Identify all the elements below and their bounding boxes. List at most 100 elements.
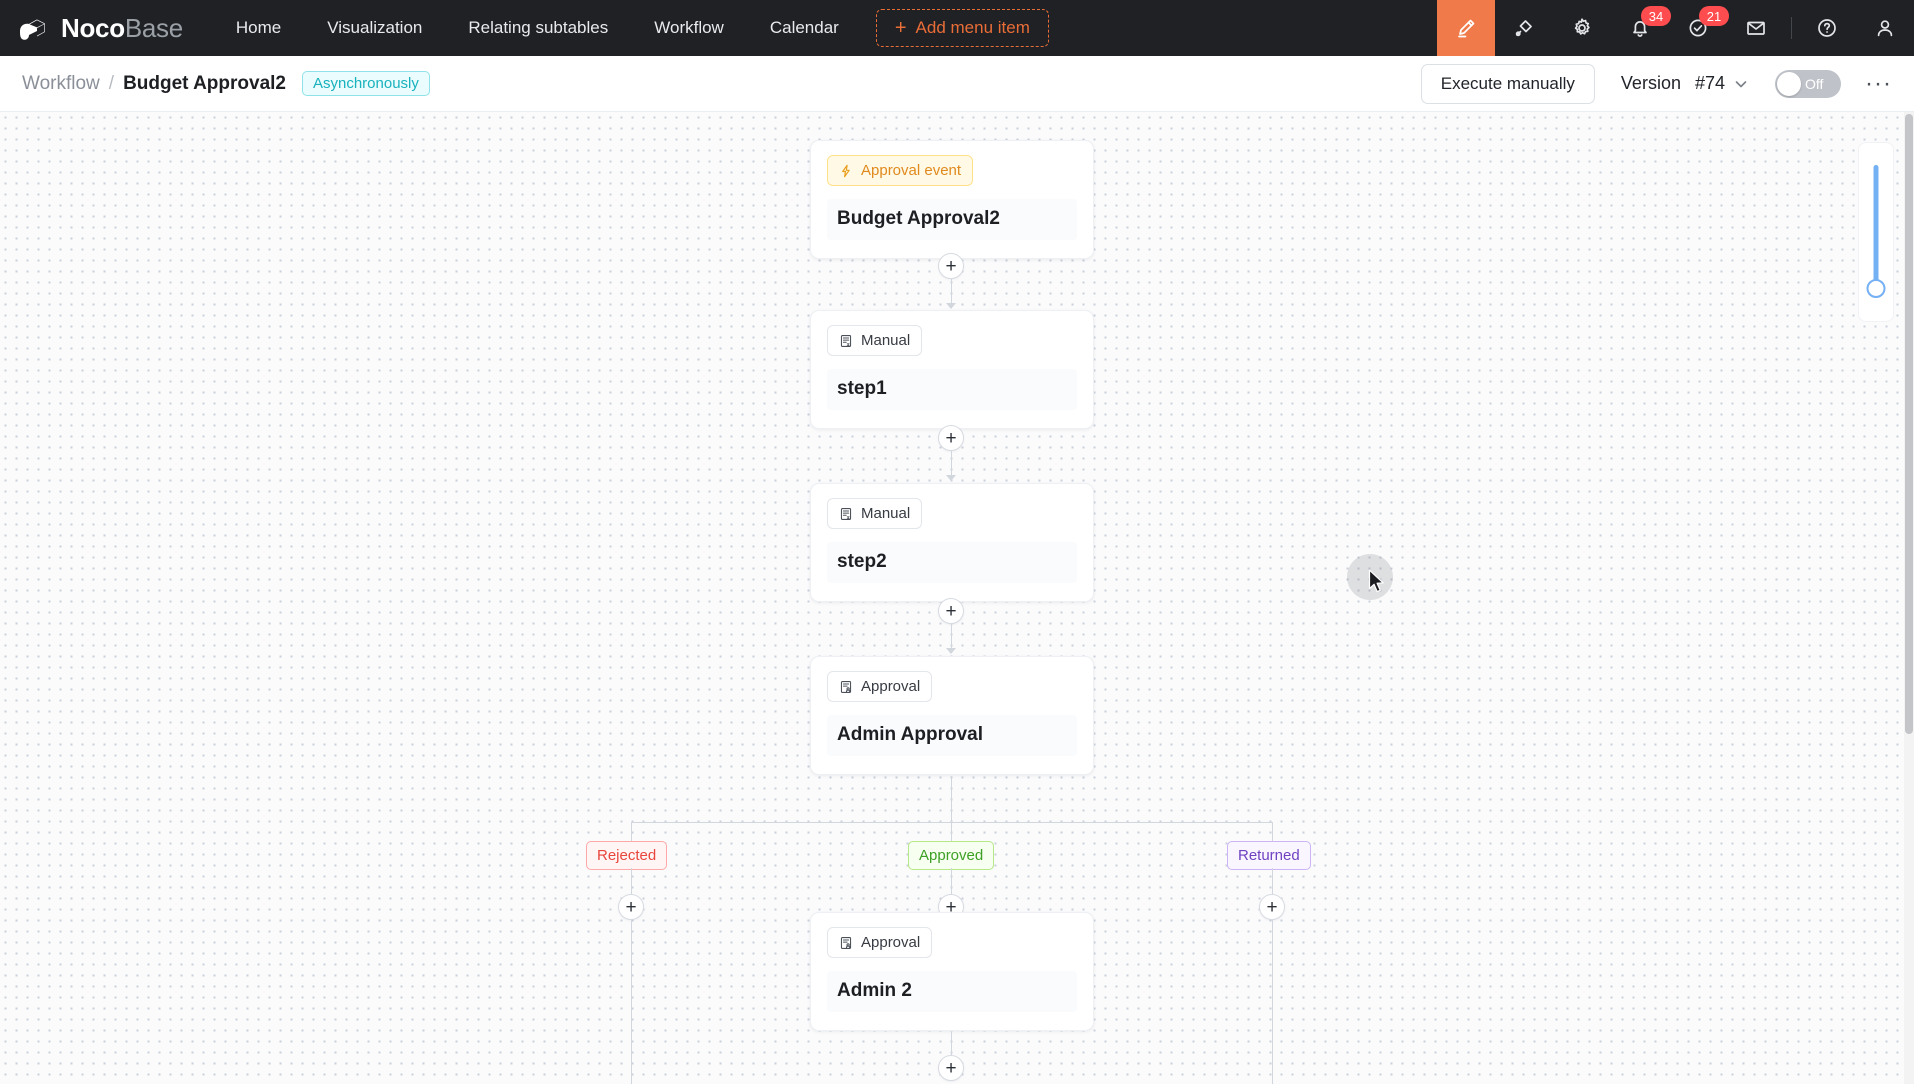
connector-line (951, 624, 952, 653)
add-node-button-2[interactable]: + (938, 425, 964, 451)
workflow-node-admin-2[interactable]: Approval Admin 2 (810, 912, 1094, 1031)
add-menu-item-label: Add menu item (915, 18, 1030, 37)
node-type-label: Manual (861, 332, 911, 349)
tasks-button[interactable]: 21 (1669, 0, 1729, 56)
page-scrollbar-thumb[interactable] (1905, 114, 1913, 734)
app-logo[interactable]: NocoBase (0, 0, 213, 56)
page-scrollbar[interactable] (1904, 112, 1914, 1084)
execution-mode-tag: Asynchronously (301, 71, 430, 96)
execute-manually-button[interactable]: Execute manually (1420, 63, 1595, 104)
manual-form-icon (840, 334, 852, 347)
node-title: Budget Approval2 (827, 199, 1077, 240)
mail-button[interactable] (1727, 0, 1785, 56)
more-options-button[interactable]: ··· (1865, 69, 1892, 97)
top-navigation-bar: NocoBase Home Visualization Relating sub… (0, 0, 1914, 56)
gear-icon (1574, 18, 1590, 35)
node-type-label: Approval (861, 934, 921, 951)
bell-icon (1633, 21, 1647, 38)
help-icon (1818, 19, 1836, 37)
connector-line (1272, 920, 1273, 1084)
connector-arrow (946, 303, 956, 309)
tasks-badge: 21 (1699, 6, 1729, 26)
breadcrumb-workflow[interactable]: Workflow (22, 72, 100, 94)
nav-divider (1791, 17, 1792, 39)
connector-line (631, 868, 632, 915)
branch-tag-approved[interactable]: Approved (908, 841, 995, 870)
breadcrumb-current: Budget Approval2 (123, 72, 286, 94)
node-title: step1 (827, 369, 1077, 410)
add-node-button-3[interactable]: + (938, 598, 964, 624)
toggle-state-label: Off (1805, 75, 1824, 92)
notifications-badge: 34 (1641, 6, 1671, 26)
help-button[interactable] (1798, 0, 1856, 56)
manual-form-icon (840, 507, 852, 520)
workflow-node-step1[interactable]: Manual step1 (810, 310, 1094, 429)
lightning-icon (842, 164, 850, 177)
mouse-cursor (1368, 569, 1384, 593)
breadcrumb-separator: / (108, 72, 115, 94)
branch-tag-returned[interactable]: Returned (1227, 841, 1311, 870)
node-type-label: Approval (861, 678, 921, 695)
plus-icon: + (894, 17, 907, 39)
zoom-slider-panel[interactable] (1858, 142, 1894, 322)
highlighter-icon (1458, 19, 1475, 38)
subheader-actions: Execute manually Version #74 Off ··· (1420, 63, 1892, 104)
add-menu-item-button[interactable]: + Add menu item (875, 9, 1049, 47)
branch-line-returned (1272, 822, 1273, 858)
check-circle-icon (1689, 19, 1707, 37)
version-value[interactable]: #74 (1694, 73, 1726, 93)
toggle-knob (1777, 71, 1802, 96)
node-type-badge-approval: Approval (827, 927, 933, 958)
plugin-icon (1515, 20, 1532, 37)
add-node-button-rejected[interactable]: + (618, 894, 644, 920)
chevron-down-icon[interactable] (1733, 76, 1749, 92)
nav-item-relating-subtables[interactable]: Relating subtables (468, 18, 609, 37)
version-label: Version (1620, 73, 1681, 93)
workflow-canvas[interactable]: Approval event Budget Approval2 + Manual… (0, 112, 1914, 1084)
add-node-button-1[interactable]: + (938, 253, 964, 279)
nocobase-cube-icon (20, 19, 45, 40)
branch-tag-rejected[interactable]: Rejected (586, 841, 668, 870)
connector-arrow (946, 475, 956, 481)
settings-button[interactable] (1553, 0, 1611, 56)
nav-item-home[interactable]: Home (235, 18, 282, 37)
connector-line (951, 776, 952, 823)
logo-wordmark: NocoBase (61, 15, 183, 41)
connector-line (951, 1032, 952, 1056)
user-avatar-icon (1877, 20, 1893, 37)
add-node-button-returned[interactable]: + (1259, 894, 1285, 920)
highlighter-button[interactable] (1437, 0, 1495, 56)
mail-icon (1747, 21, 1765, 35)
nav-item-calendar[interactable]: Calendar (769, 18, 839, 37)
workflow-node-step2[interactable]: Manual step2 (810, 483, 1094, 602)
workflow-enabled-toggle[interactable]: Off (1775, 69, 1842, 98)
branch-line-rejected (631, 822, 632, 858)
zoom-slider-track[interactable] (1873, 165, 1879, 285)
node-type-label: Approval event (861, 162, 962, 179)
workflow-node-admin-approval[interactable]: Approval Admin Approval (810, 656, 1094, 775)
add-node-button-4[interactable]: + (938, 1055, 964, 1081)
nav-item-workflow[interactable]: Workflow (654, 18, 724, 37)
workflow-node-trigger[interactable]: Approval event Budget Approval2 (810, 140, 1094, 259)
node-type-badge-approval: Approval (827, 671, 933, 702)
user-avatar-button[interactable] (1856, 0, 1914, 56)
logo-text-noco: Noco (61, 13, 125, 43)
node-title: Admin 2 (827, 971, 1077, 1012)
plugin-button[interactable] (1495, 0, 1553, 56)
notifications-button[interactable]: 34 (1611, 0, 1671, 56)
connector-line (951, 451, 952, 480)
node-type-badge-approval-event: Approval event (827, 155, 974, 186)
approval-person-icon (840, 936, 852, 949)
nav-item-visualization[interactable]: Visualization (327, 18, 423, 37)
node-type-badge-manual: Manual (827, 498, 923, 529)
connector-arrow (946, 648, 956, 654)
connector-line (1272, 868, 1273, 915)
connector-line (951, 868, 952, 915)
node-title: Admin Approval (827, 715, 1077, 756)
zoom-slider-handle[interactable] (1866, 279, 1886, 298)
logo-text-base: Base (124, 13, 183, 43)
node-title: step2 (827, 542, 1077, 583)
approval-person-icon (840, 680, 852, 693)
nav-menu: Home Visualization Relating subtables Wo… (213, 0, 862, 56)
node-type-badge-manual: Manual (827, 325, 923, 356)
